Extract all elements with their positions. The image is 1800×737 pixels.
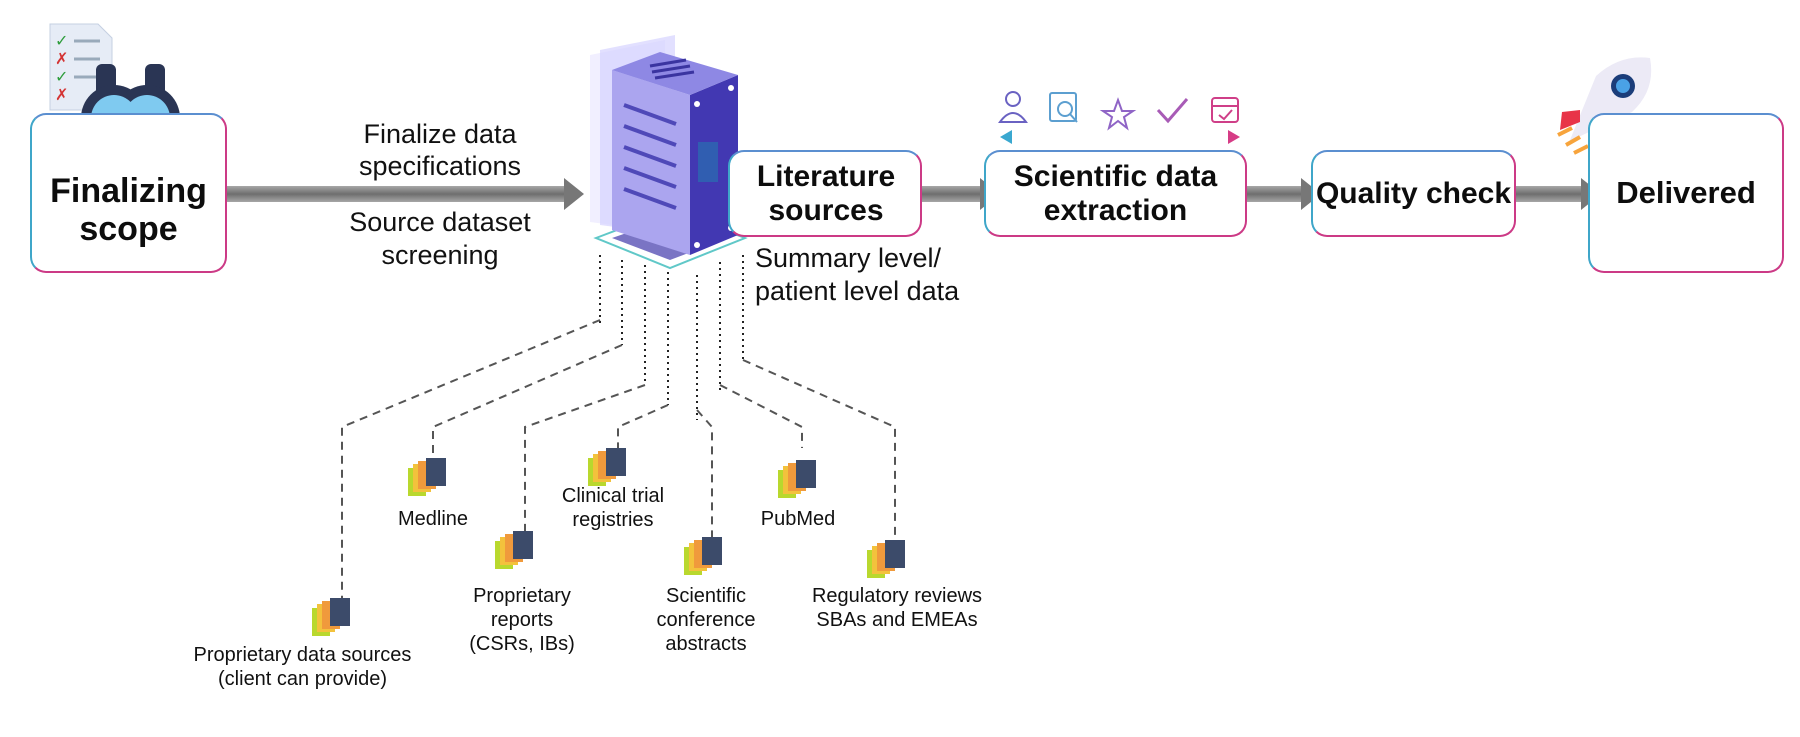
arrow-label-line2: specifications bbox=[358, 151, 522, 181]
arrow-extraction-to-quality bbox=[1247, 178, 1321, 210]
arrow-quality-to-delivered bbox=[1515, 178, 1601, 210]
arrow-sources-to-extraction bbox=[922, 178, 1000, 210]
stage-scientific-extraction bbox=[984, 150, 1247, 237]
source-connectors bbox=[341, 319, 896, 600]
arrow-label-line3: Source dataset bbox=[349, 207, 531, 237]
stage-literature-sources bbox=[728, 150, 922, 237]
book-stack-icon bbox=[312, 448, 905, 636]
stage-delivered bbox=[1588, 113, 1784, 273]
arrow-label-line4: screening bbox=[381, 240, 499, 270]
server-icon bbox=[590, 35, 748, 270]
document-search-icon bbox=[1049, 92, 1078, 123]
stage-literature-sources-label: Literature sources bbox=[756, 159, 896, 227]
box-check-icon bbox=[1211, 97, 1239, 123]
stage-delivered-label: Delivered bbox=[1616, 174, 1756, 210]
source-label-pubmed: PubMed bbox=[760, 508, 836, 530]
arrow-scope-to-sources bbox=[226, 178, 584, 210]
source-label-scientific-conference: Scientific conference abstracts bbox=[656, 585, 756, 655]
source-label-proprietary-reports: Proprietary reports (CSRs, IBs) bbox=[469, 585, 575, 655]
arrow-label-line1: Finalize data bbox=[363, 119, 517, 149]
user-icon bbox=[998, 91, 1028, 123]
svg-text:✗: ✗ bbox=[55, 85, 68, 104]
stage-quality-check bbox=[1311, 150, 1516, 237]
svg-text:✓: ✓ bbox=[55, 31, 68, 50]
svg-text:✓: ✓ bbox=[55, 67, 68, 86]
stage-quality-check-label: Quality check bbox=[1315, 176, 1512, 210]
source-label-clinical-trial: Clinical trial registries bbox=[561, 485, 665, 531]
svg-text:✗: ✗ bbox=[55, 49, 68, 68]
star-icon bbox=[1099, 97, 1137, 131]
data-stream-dots bbox=[599, 255, 744, 420]
extraction-range-arrow bbox=[1000, 130, 1240, 144]
checklist-icon: ✓ ✗ ✓ ✗ bbox=[49, 23, 113, 111]
stage-finalizing-scope bbox=[30, 113, 227, 273]
stage-finalizing-scope-label: Finalizing scope bbox=[50, 171, 207, 248]
stage-scientific-extraction-label: Scientific data extraction bbox=[1013, 159, 1218, 227]
output-label-line1: Summary level/ bbox=[755, 243, 942, 273]
source-label-regulatory-reviews: Regulatory reviews SBAs and EMEAs bbox=[811, 585, 983, 631]
source-label-medline: Medline bbox=[397, 508, 469, 530]
output-label-line2: patient level data bbox=[755, 276, 960, 306]
source-label-proprietary-data: Proprietary data sources (client can pro… bbox=[193, 644, 412, 690]
checkmark-icon bbox=[1156, 98, 1189, 124]
